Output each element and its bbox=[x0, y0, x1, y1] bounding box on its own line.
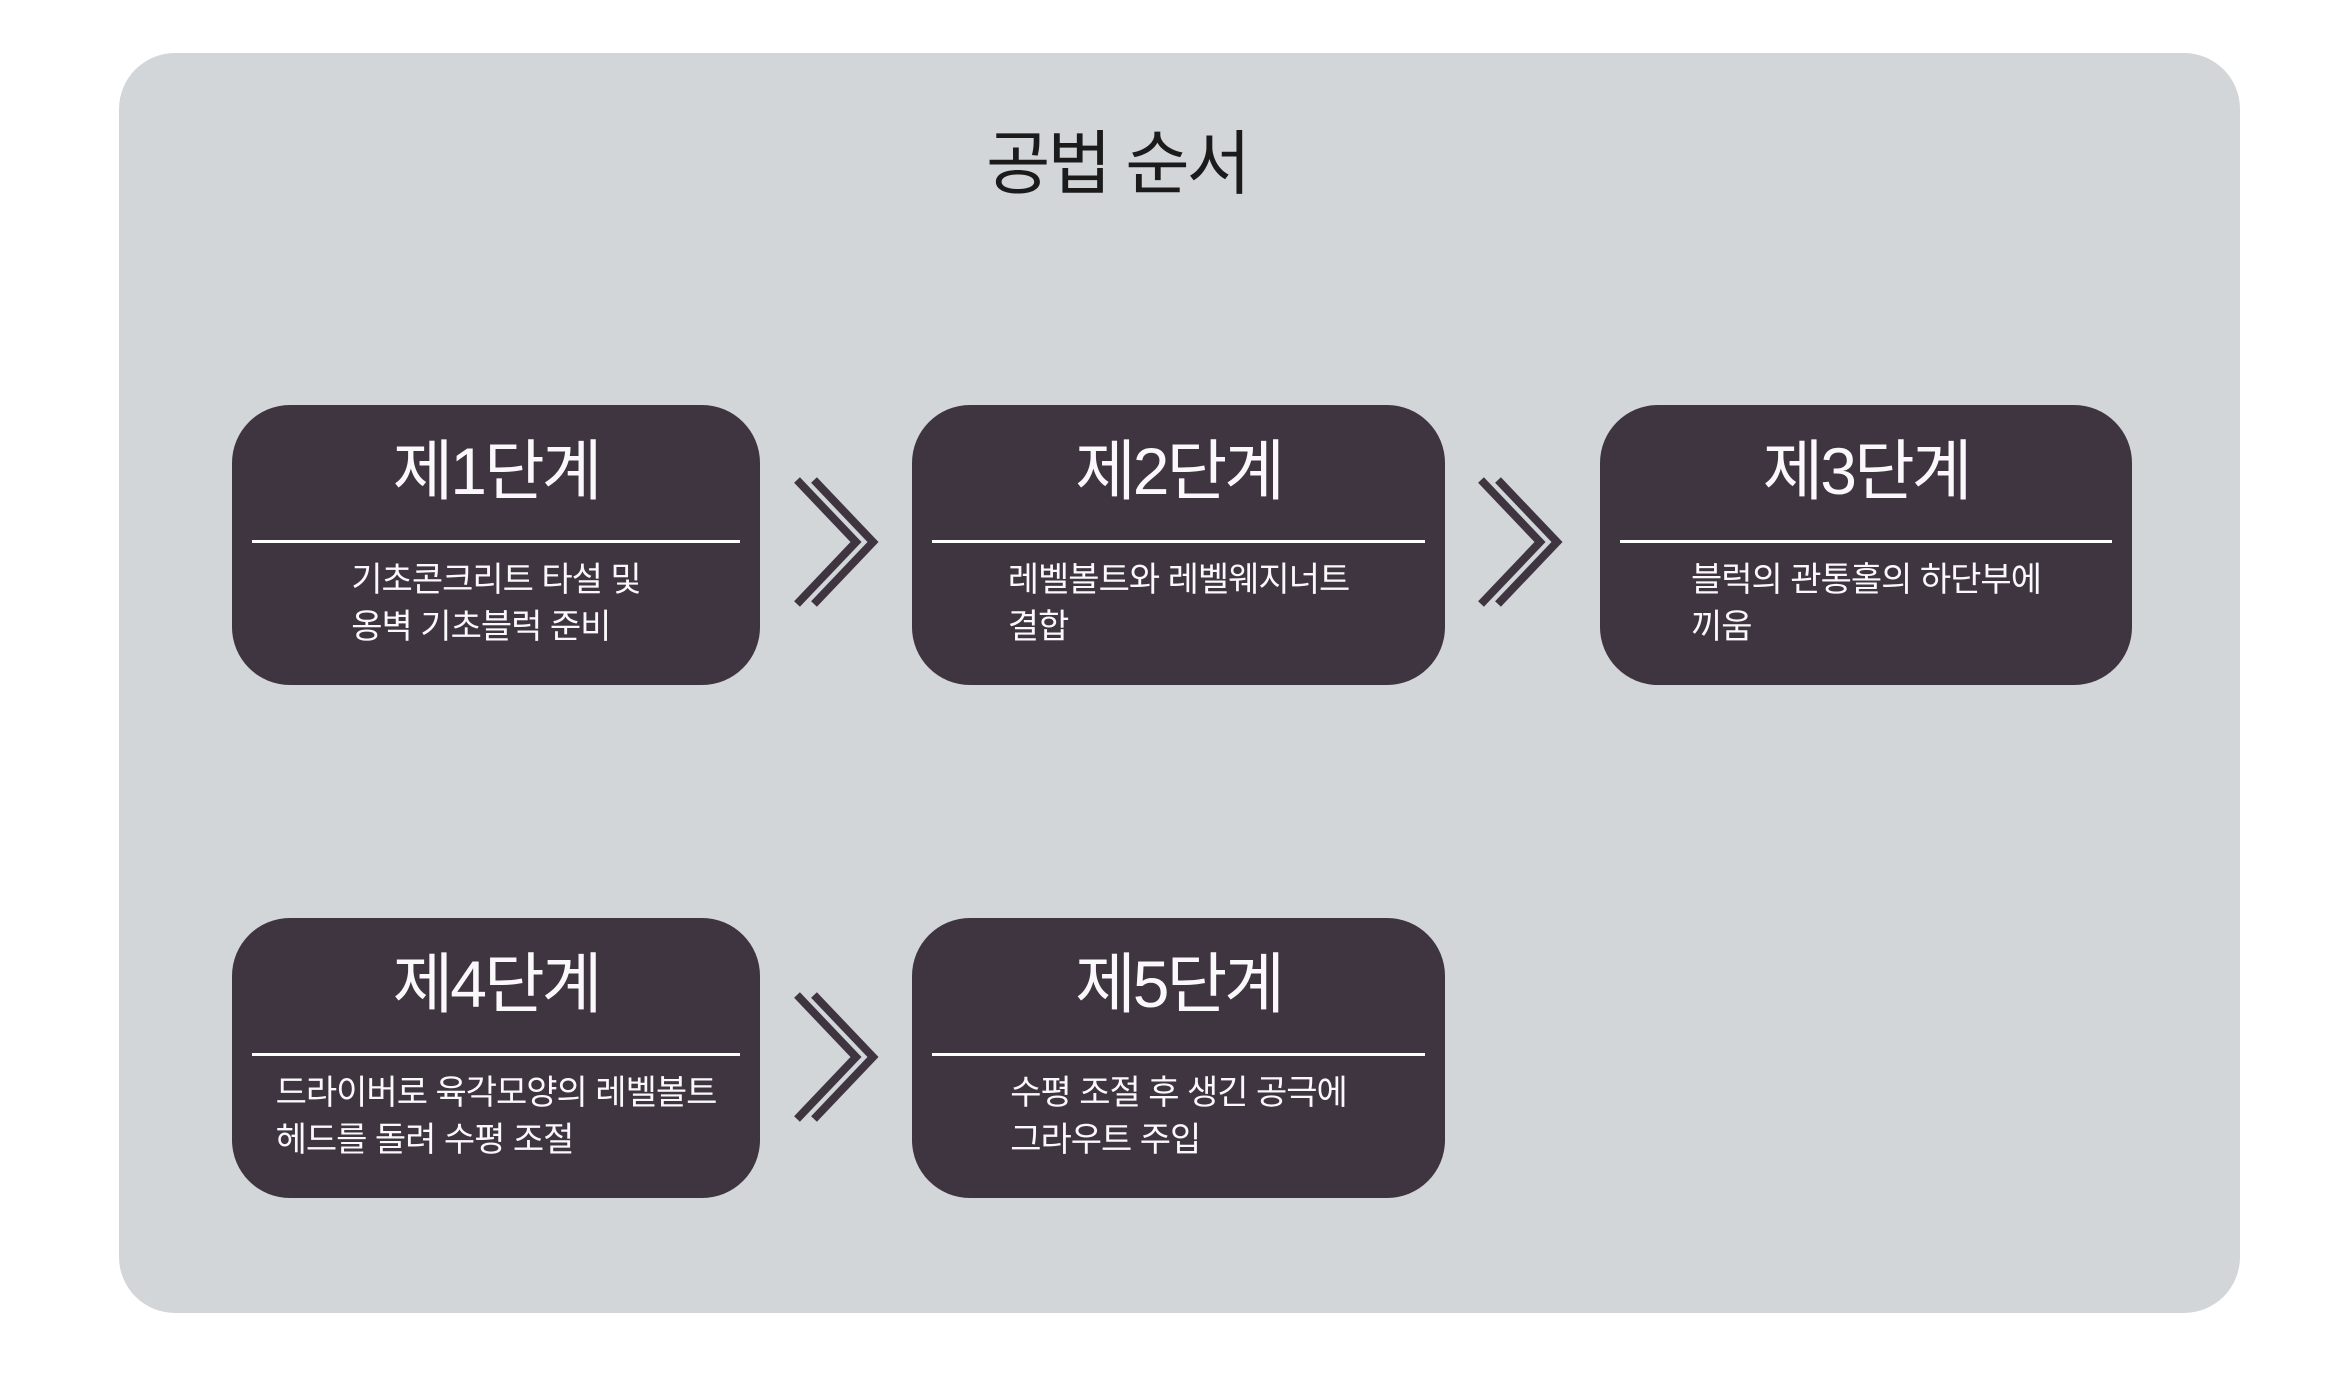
step-title: 제2단계 bbox=[1075, 434, 1285, 508]
step-title: 제1단계 bbox=[392, 434, 603, 508]
step-card-2: 제2단계 레벨볼트와 레벨웨지너트 결합 bbox=[912, 405, 1445, 685]
step-body: 드라이버로 육각모양의 레벨볼트 헤드를 돌려 수평 조절 bbox=[275, 1074, 718, 1159]
step-title: 제3단계 bbox=[1762, 434, 1973, 508]
step-divider bbox=[932, 540, 1425, 543]
diagram-title: 공법 순서 bbox=[985, 125, 1251, 203]
step-card-4: 제4단계 드라이버로 육각모양의 레벨볼트 헤드를 돌려 수평 조절 bbox=[232, 918, 760, 1198]
step-body: 기초콘크리트 타설 및 옹벽 기초블럭 준비 bbox=[351, 561, 641, 646]
step-divider bbox=[932, 1053, 1425, 1056]
step-card-1: 제1단계 기초콘크리트 타설 및 옹벽 기초블럭 준비 bbox=[232, 405, 760, 685]
step-body: 블럭의 관통홀의 하단부에 끼움 bbox=[1691, 561, 2042, 646]
step-body: 수평 조절 후 생긴 공극에 그라우트 주입 bbox=[1010, 1074, 1348, 1159]
step-body: 레벨볼트와 레벨웨지너트 결합 bbox=[1007, 561, 1351, 646]
step-title: 제5단계 bbox=[1075, 947, 1285, 1021]
step-divider bbox=[1620, 540, 2112, 543]
double-chevron-icon bbox=[1478, 477, 1563, 607]
step-divider bbox=[252, 540, 740, 543]
step-body-wrap: 드라이버로 육각모양의 레벨볼트 헤드를 돌려 수평 조절 bbox=[244, 1070, 748, 1164]
step-card-3: 제3단계 블럭의 관통홀의 하단부에 끼움 bbox=[1600, 405, 2132, 685]
step-card-5: 제5단계 수평 조절 후 생긴 공극에 그라우트 주입 bbox=[912, 918, 1445, 1198]
step-body-wrap: 레벨볼트와 레벨웨지너트 결합 bbox=[924, 557, 1433, 651]
step-body-wrap: 블럭의 관통홀의 하단부에 끼움 bbox=[1612, 557, 2120, 651]
step-body-wrap: 수평 조절 후 생긴 공극에 그라우트 주입 bbox=[924, 1070, 1433, 1164]
double-chevron-icon bbox=[794, 477, 879, 607]
step-divider bbox=[252, 1053, 740, 1056]
double-chevron-icon bbox=[794, 992, 879, 1122]
step-body-wrap: 기초콘크리트 타설 및 옹벽 기초블럭 준비 bbox=[244, 557, 748, 651]
step-title: 제4단계 bbox=[392, 947, 603, 1021]
